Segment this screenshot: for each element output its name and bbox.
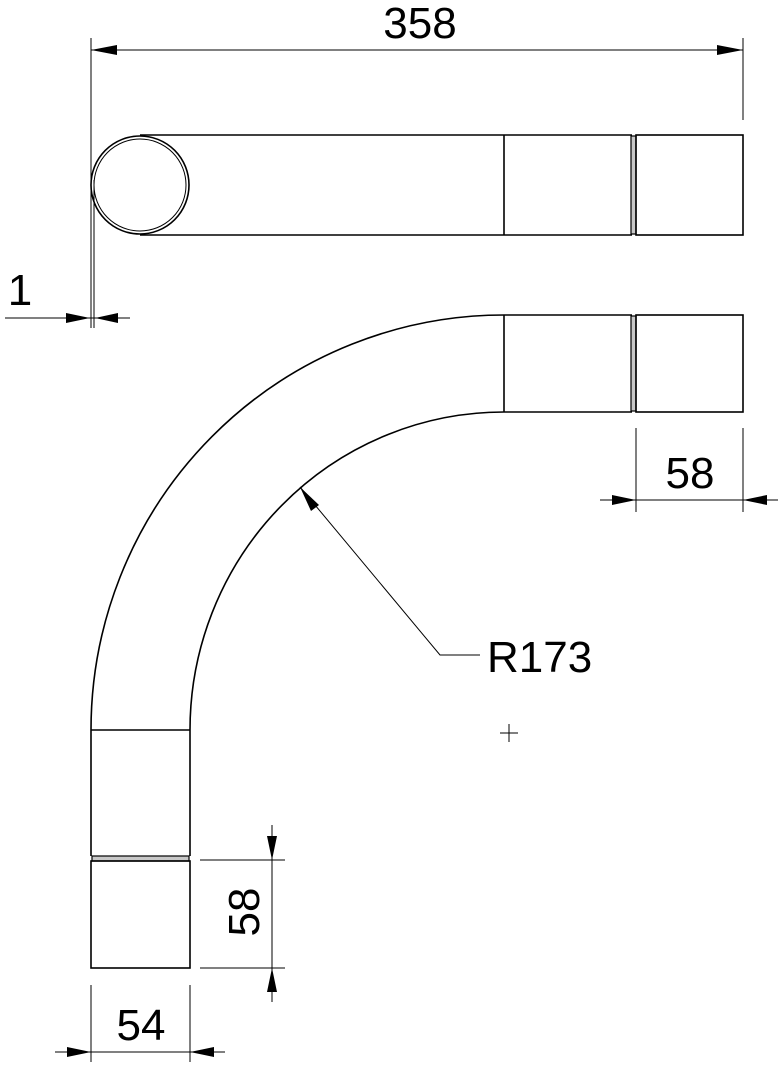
dimension-end-length-vertical: 58 (200, 825, 285, 1002)
outer-diameter-label: 54 (117, 1001, 166, 1050)
dimension-overall-length: 358 (90, 0, 744, 328)
end-length-vertical-label: 58 (220, 888, 269, 937)
overall-length-label: 358 (383, 0, 456, 48)
dimension-end-length-horizontal: 58 (600, 428, 778, 512)
dimension-wall-thickness: 1 (5, 180, 130, 328)
pipe-bend-view (90, 314, 744, 969)
bend-radius-label: R173 (487, 633, 592, 682)
pipe-top-view (90, 134, 744, 236)
dimension-outer-diameter: 54 (55, 985, 225, 1062)
end-length-horizontal-label: 58 (666, 449, 715, 498)
wall-thickness-label: 1 (8, 266, 32, 315)
dimension-bend-radius: R173 (299, 486, 592, 682)
